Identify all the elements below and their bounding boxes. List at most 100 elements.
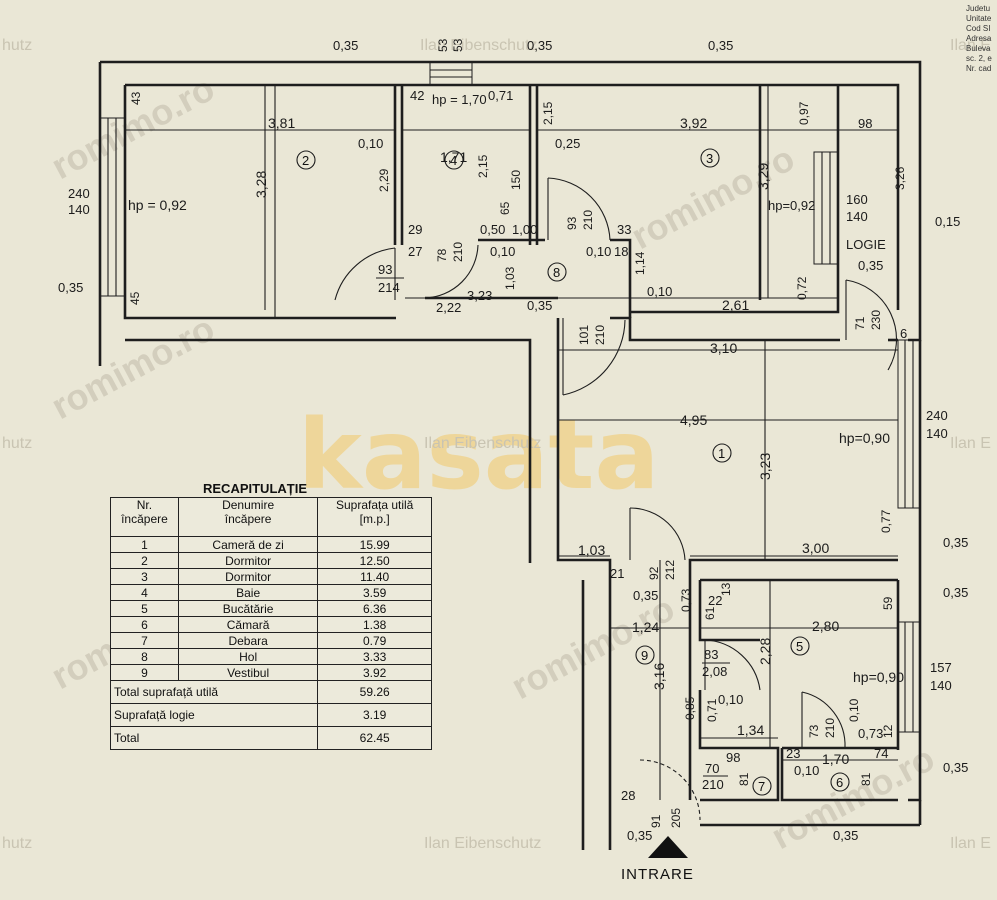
svg-text:140: 140: [846, 209, 868, 224]
recap-table: Nr. încăpere Denumire încăpere Suprafața…: [109, 497, 432, 750]
svg-text:61: 61: [703, 606, 717, 620]
svg-text:230: 230: [869, 310, 883, 330]
room-marker-6: 6: [830, 772, 850, 792]
svg-text:hp = 1,70: hp = 1,70: [432, 92, 487, 107]
svg-text:71: 71: [853, 316, 867, 330]
agent-watermark: Ilan Eibenschutz: [420, 37, 537, 54]
svg-text:240: 240: [68, 186, 90, 201]
svg-text:12: 12: [881, 724, 895, 738]
svg-text:101: 101: [577, 325, 591, 345]
svg-text:0,10: 0,10: [718, 692, 743, 707]
svg-text:4: 4: [450, 153, 457, 168]
svg-text:0,35: 0,35: [708, 38, 733, 53]
svg-text:81: 81: [859, 772, 873, 786]
svg-text:9: 9: [641, 648, 648, 663]
agent-watermark: Ilan E: [950, 835, 991, 852]
svg-text:0,35: 0,35: [833, 828, 858, 843]
room-marker-1: 1: [712, 443, 732, 463]
svg-text:2,15: 2,15: [476, 154, 490, 178]
svg-text:240: 240: [926, 408, 948, 423]
svg-text:1,34: 1,34: [737, 722, 764, 738]
svg-text:98: 98: [726, 750, 740, 765]
brand-watermark: kasata: [298, 399, 659, 511]
svg-text:3,28: 3,28: [253, 171, 269, 198]
agent-watermark: Ilan Eibenschutz: [424, 835, 541, 852]
svg-text:3: 3: [706, 151, 713, 166]
svg-text:3,92: 3,92: [680, 115, 707, 131]
svg-text:8: 8: [553, 265, 560, 280]
svg-text:21: 21: [610, 566, 624, 581]
room-numbers: 2 4 3 8 1 9 5 7 6: [296, 148, 850, 796]
svg-text:210: 210: [702, 777, 724, 792]
svg-text:6: 6: [836, 775, 843, 790]
svg-text:2,61: 2,61: [722, 297, 749, 313]
svg-text:hp=0,92: hp=0,92: [768, 198, 815, 213]
svg-text:5: 5: [796, 639, 803, 654]
room-marker-5: 5: [790, 636, 810, 656]
svg-text:45: 45: [128, 291, 142, 305]
svg-text:3,23: 3,23: [467, 288, 492, 303]
col-header-area: Suprafața utilă [m.p.]: [317, 497, 432, 537]
svg-text:0,35: 0,35: [627, 828, 652, 843]
agent-watermark: hutz: [2, 435, 32, 452]
svg-text:3,10: 3,10: [710, 340, 737, 356]
svg-text:hp=0,90: hp=0,90: [839, 430, 890, 446]
svg-text:2,29: 2,29: [377, 168, 391, 192]
site-watermark: romimo.ro: [45, 307, 221, 427]
svg-text:0,73: 0,73: [679, 588, 693, 612]
svg-text:0,35: 0,35: [633, 588, 658, 603]
agent-watermark: hutz: [2, 835, 32, 852]
svg-text:43: 43: [129, 91, 143, 105]
svg-text:18: 18: [614, 244, 628, 259]
room-marker-3: 3: [700, 148, 720, 168]
svg-text:83: 83: [704, 647, 718, 662]
svg-text:150: 150: [509, 170, 523, 190]
svg-text:0,35: 0,35: [943, 760, 968, 775]
agent-watermark: hutz: [2, 37, 32, 54]
svg-text:0,10: 0,10: [586, 244, 611, 259]
svg-text:53: 53: [451, 38, 465, 52]
doors: [334, 177, 898, 821]
svg-text:27: 27: [408, 244, 422, 259]
svg-text:0,77: 0,77: [879, 509, 893, 533]
svg-text:0,35: 0,35: [527, 38, 552, 53]
svg-text:65: 65: [498, 201, 512, 215]
svg-text:0,71: 0,71: [488, 88, 513, 103]
svg-text:1,70: 1,70: [822, 751, 849, 767]
svg-text:0,10: 0,10: [794, 763, 819, 778]
svg-text:3,00: 3,00: [802, 540, 829, 556]
agent-watermark: Ilan E: [950, 435, 991, 452]
svg-text:6: 6: [900, 326, 907, 341]
svg-text:140: 140: [68, 202, 90, 217]
agent-watermark: Ilan E: [950, 37, 991, 54]
svg-text:214: 214: [378, 280, 400, 295]
svg-text:59: 59: [881, 596, 895, 610]
svg-text:0,85: 0,85: [683, 696, 697, 720]
svg-text:210: 210: [823, 718, 837, 738]
svg-text:98: 98: [858, 116, 872, 131]
svg-text:157: 157: [930, 660, 952, 675]
svg-text:140: 140: [926, 426, 948, 441]
svg-text:3,26: 3,26: [893, 166, 907, 190]
svg-text:22: 22: [708, 593, 722, 608]
svg-text:0,35: 0,35: [58, 280, 83, 295]
svg-text:2,28: 2,28: [757, 638, 773, 665]
svg-text:93: 93: [378, 262, 392, 277]
svg-text:0,10: 0,10: [490, 244, 515, 259]
svg-text:0,25: 0,25: [555, 136, 580, 151]
svg-text:1,24: 1,24: [632, 619, 659, 635]
recap-header-row: Nr. încăpere Denumire încăpere Suprafața…: [110, 497, 432, 537]
svg-text:0,73: 0,73: [858, 726, 883, 741]
svg-text:LOGIE: LOGIE: [846, 237, 886, 252]
svg-text:92: 92: [647, 566, 661, 580]
room-marker-8: 8: [547, 262, 567, 282]
dimension-labels: 0,35 53 53 0,35 0,35 43 3,81 42 hp = 1,7…: [58, 38, 968, 843]
room-marker-2: 2: [296, 150, 316, 170]
svg-text:160: 160: [846, 192, 868, 207]
svg-text:33: 33: [617, 222, 631, 237]
